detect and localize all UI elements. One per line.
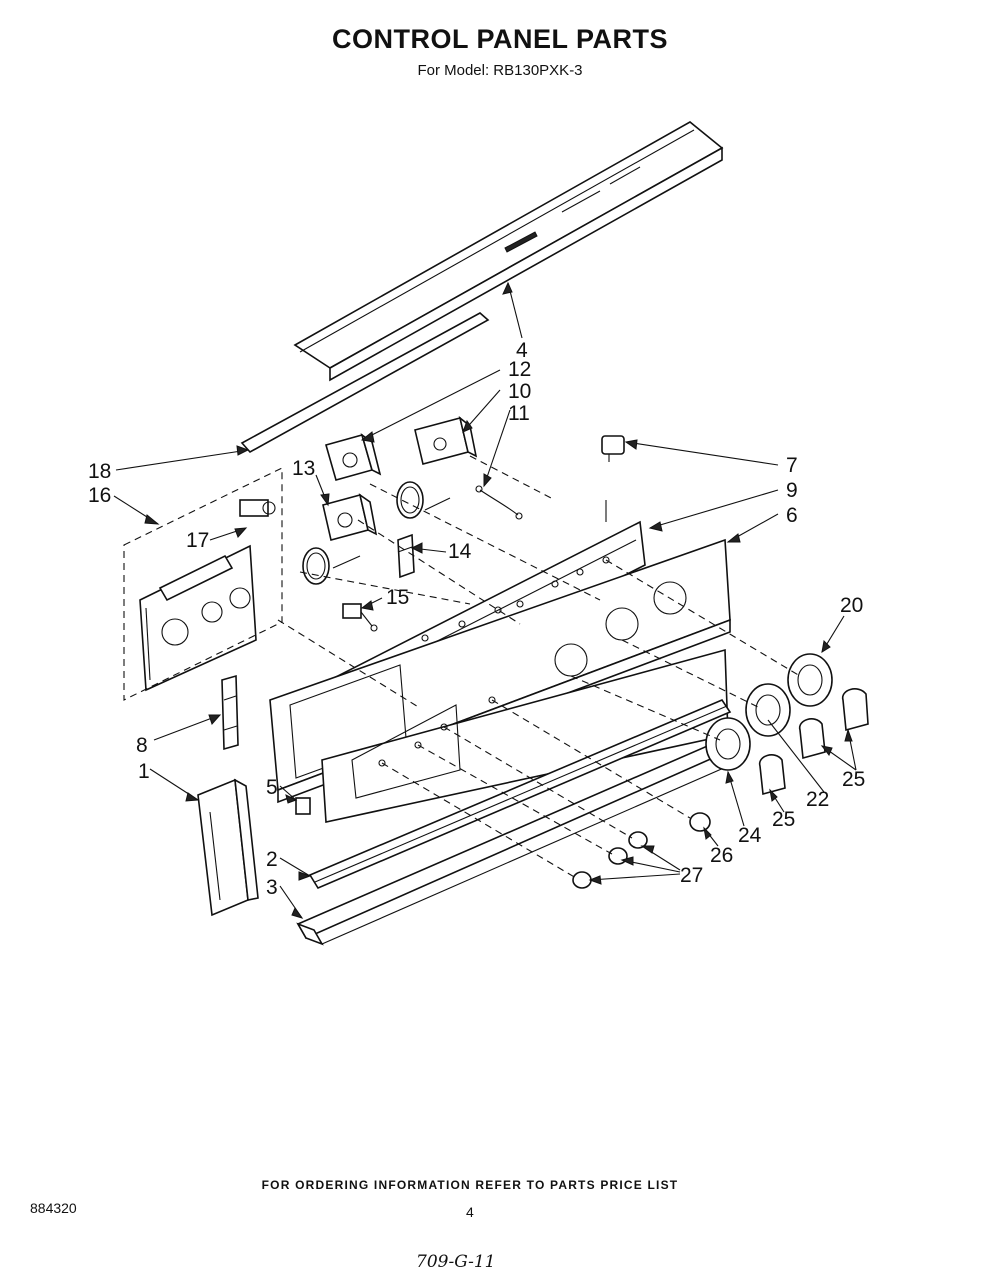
part-25-knob-middle [798, 718, 826, 760]
callout-6: 6 [786, 504, 798, 527]
callout-26: 26 [710, 844, 733, 867]
callout-14: 14 [448, 540, 472, 563]
callout-13: 13 [292, 457, 315, 480]
callout-3: 3 [266, 876, 278, 899]
model-subtitle: For Model: RB130PXK-3 [417, 62, 583, 79]
callout-8: 8 [136, 734, 148, 757]
callout-16: 16 [88, 484, 111, 507]
page-title: CONTROL PANEL PARTS [331, 24, 669, 54]
callout-17: 17 [186, 529, 209, 552]
part-11-wire [475, 485, 523, 520]
part-25-knob-lower [758, 754, 786, 796]
handwritten-note: 709-G-11 [416, 1252, 496, 1272]
callout-24: 24 [738, 824, 762, 847]
alignment-dashed-lines [277, 455, 801, 879]
part-22-bezel [745, 683, 791, 737]
callout-7: 7 [786, 454, 798, 477]
callout-25-upper: 25 [842, 768, 865, 791]
page-number: 4 [466, 1204, 474, 1220]
callout-12: 12 [508, 358, 531, 381]
callout-10: 10 [508, 380, 531, 403]
part-7-cap [601, 435, 625, 462]
part-10-switch [414, 415, 478, 465]
part-16-clock-assembly [139, 544, 257, 692]
callout-15: 15 [386, 586, 409, 609]
part-20-bezel [787, 653, 833, 707]
part-25-knob-upper [842, 688, 869, 732]
part-24-bezel [705, 717, 751, 771]
callout-27: 27 [680, 864, 703, 887]
switch-rings [302, 481, 451, 585]
part-4-top-trim [293, 121, 724, 382]
part-26-button [689, 812, 711, 832]
callout-1: 1 [138, 760, 150, 783]
part-18-trim-strip [240, 312, 490, 454]
part-8-bracket [221, 674, 239, 751]
part-27-buttons [572, 831, 648, 889]
callout-2: 2 [266, 848, 278, 871]
part-5-block [295, 797, 311, 815]
part-14-bracket [397, 533, 415, 579]
document-number: 884320 [30, 1200, 77, 1216]
callout-11: 11 [508, 402, 530, 425]
callout-9: 9 [786, 479, 798, 502]
ordering-info-note: FOR ORDERING INFORMATION REFER TO PARTS … [261, 1178, 679, 1192]
callout-25-lower: 25 [772, 808, 795, 831]
part-2-lower-trim [308, 699, 732, 890]
callout-22: 22 [806, 788, 829, 811]
callout-18: 18 [88, 460, 111, 483]
arrow-heads [144, 281, 853, 919]
part-1-housing [197, 778, 259, 917]
callout-20: 20 [840, 594, 863, 617]
part-13-switch [322, 493, 378, 541]
part-17-clip [239, 499, 276, 517]
callout-4: 4 [516, 339, 528, 362]
part-15-socket [342, 603, 378, 632]
callout-5: 5 [266, 776, 278, 799]
